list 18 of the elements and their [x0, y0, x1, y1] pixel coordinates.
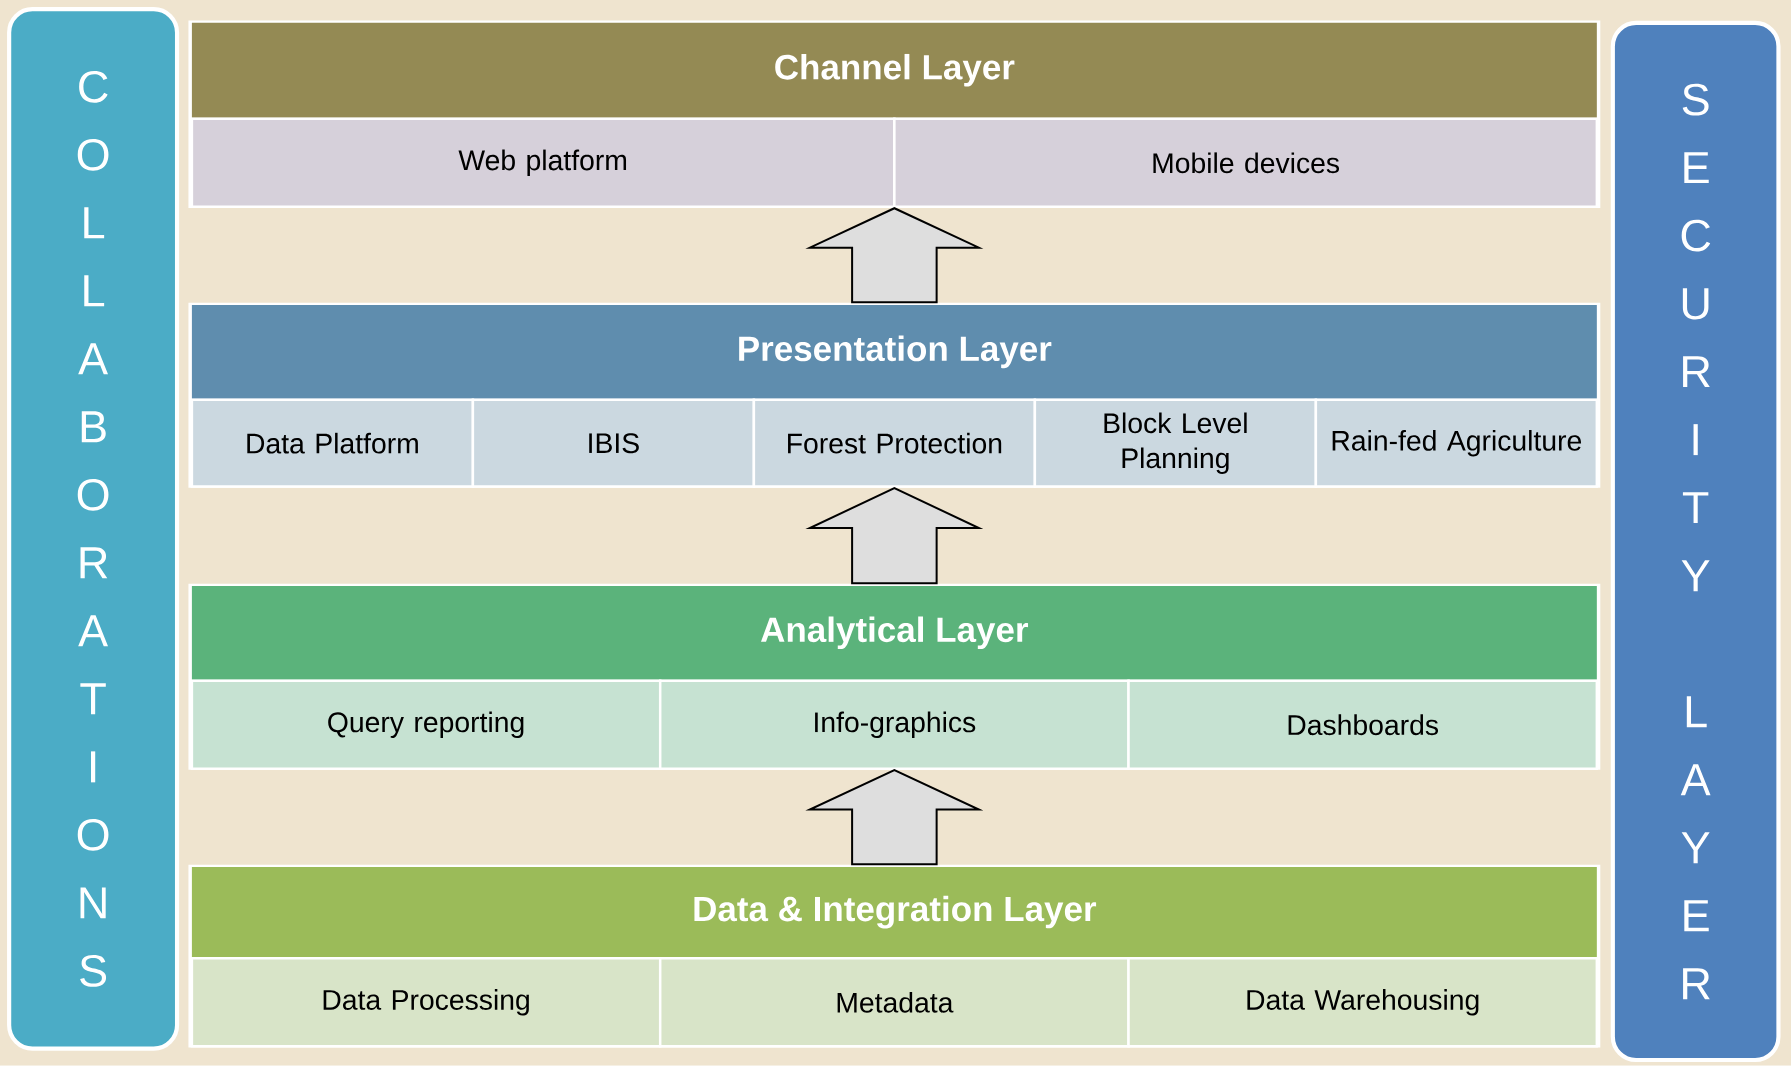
component-cell: Data Processing	[190, 957, 662, 1048]
component-cell: IBIS	[471, 398, 756, 488]
block-arrow	[805, 769, 984, 866]
component-cell: Dashboards	[1127, 679, 1599, 771]
component-cell: Mobile devices	[893, 117, 1599, 209]
side-band: S E C U R I T Y L A Y E R	[1610, 20, 1781, 1063]
component-cell: Data Warehousing	[1127, 957, 1599, 1048]
component-cell: Info-graphics	[658, 679, 1130, 771]
block-arrow	[805, 487, 984, 585]
component-cell: Rain-fed Agriculture	[1314, 398, 1599, 488]
side-band: C O L L A B O R A T I O N S	[7, 7, 180, 1051]
component-cell: Web platform	[190, 117, 896, 209]
component-cell: Query reporting	[190, 679, 662, 771]
component-cell: Forest Protection	[752, 398, 1037, 488]
block-arrow	[805, 207, 984, 304]
component-cell: Block Level Planning	[1033, 398, 1318, 488]
component-cell: Metadata	[658, 957, 1130, 1048]
component-cell: Data Platform	[190, 398, 475, 488]
